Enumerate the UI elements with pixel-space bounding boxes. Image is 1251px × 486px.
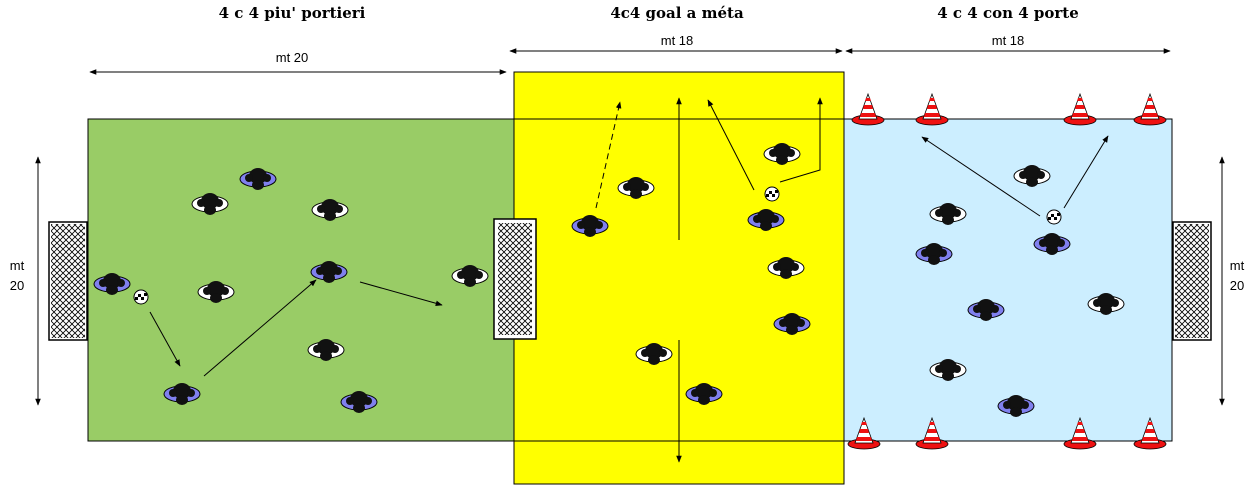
move-arrow <box>149 311 181 367</box>
title-left: 4 c 4 piu' portieri <box>218 4 366 22</box>
ball-icon <box>764 186 780 202</box>
title-right: 4 c 4 con 4 porte <box>937 4 1079 22</box>
field-left <box>87 118 515 442</box>
height-label-left-unit: mt <box>9 258 25 273</box>
width-label-right: mt 18 <box>991 33 1025 48</box>
cone-icon <box>851 93 885 126</box>
field-right <box>843 118 1173 442</box>
move-arrow <box>921 136 1041 217</box>
width-label-middle: mt 18 <box>660 33 694 48</box>
cone-icon <box>1133 93 1167 126</box>
height-label-left: mt 20 <box>2 256 32 296</box>
height-label-left-value: 20 <box>9 278 25 293</box>
cone-icon <box>1063 93 1097 126</box>
goal-middle-icon <box>493 218 537 340</box>
cone-icon <box>915 93 949 126</box>
ball-icon <box>133 289 149 305</box>
height-label-right: mt 20 <box>1222 256 1251 296</box>
move-arrow <box>359 281 443 306</box>
goal-right-icon <box>1172 221 1212 341</box>
ball-icon <box>1046 209 1062 225</box>
title-middle: 4c4 goal a méta <box>610 4 744 22</box>
height-label-right-unit: mt <box>1229 258 1245 273</box>
move-arrow <box>707 99 755 191</box>
move-arrow <box>203 279 317 377</box>
height-label-right-value: 20 <box>1229 278 1245 293</box>
goal-left-icon <box>48 221 88 341</box>
move-arrow <box>1063 135 1109 209</box>
move-arrow <box>779 97 823 183</box>
move-arrow-dashed <box>595 101 622 209</box>
width-label-left: mt 20 <box>275 50 309 65</box>
